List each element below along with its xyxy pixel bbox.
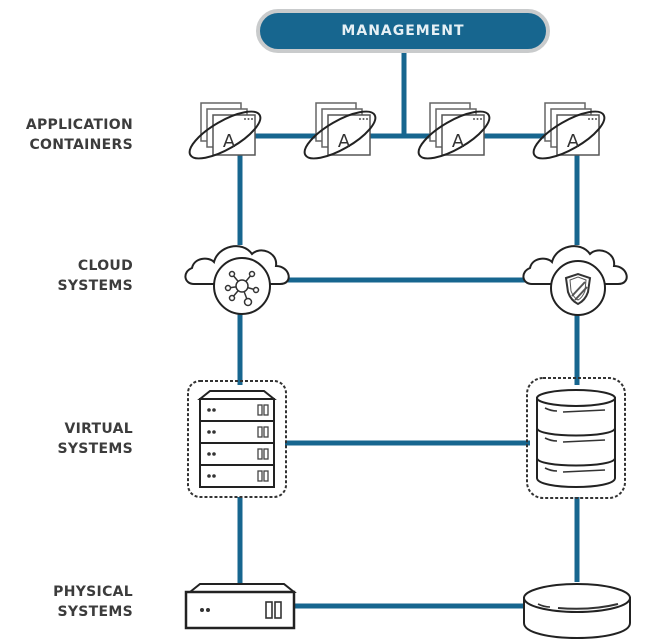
management-node: MANAGEMENT: [256, 9, 550, 53]
management-label: MANAGEMENT: [341, 23, 465, 39]
app-container-2: A: [297, 101, 383, 169]
app-container-3: A: [411, 101, 497, 169]
container-letter-3: A: [452, 131, 465, 152]
cloud-network-hub-icon: [184, 245, 290, 315]
virtual-server-rack-icon: [187, 380, 287, 498]
layer-label-cloud-systems: CLOUD SYSTEMS: [57, 258, 133, 294]
cloud-security-shield-icon: [522, 245, 628, 316]
physical-server-icon: [184, 583, 297, 630]
layer-label-physical-systems: PHYSICAL SYSTEMS: [53, 584, 133, 620]
layer-label-virtual-systems: VIRTUAL SYSTEMS: [57, 421, 133, 457]
virtual-database-icon: [526, 377, 626, 499]
container-letter-4: A: [567, 131, 580, 152]
container-letter-1: A: [223, 131, 236, 152]
container-letter-2: A: [338, 131, 351, 152]
app-container-4: A: [526, 101, 612, 169]
physical-disk-icon: [523, 583, 631, 639]
layer-label-application-containers: APPLICATION CONTAINERS: [25, 117, 133, 153]
app-container-1: A: [182, 101, 268, 169]
